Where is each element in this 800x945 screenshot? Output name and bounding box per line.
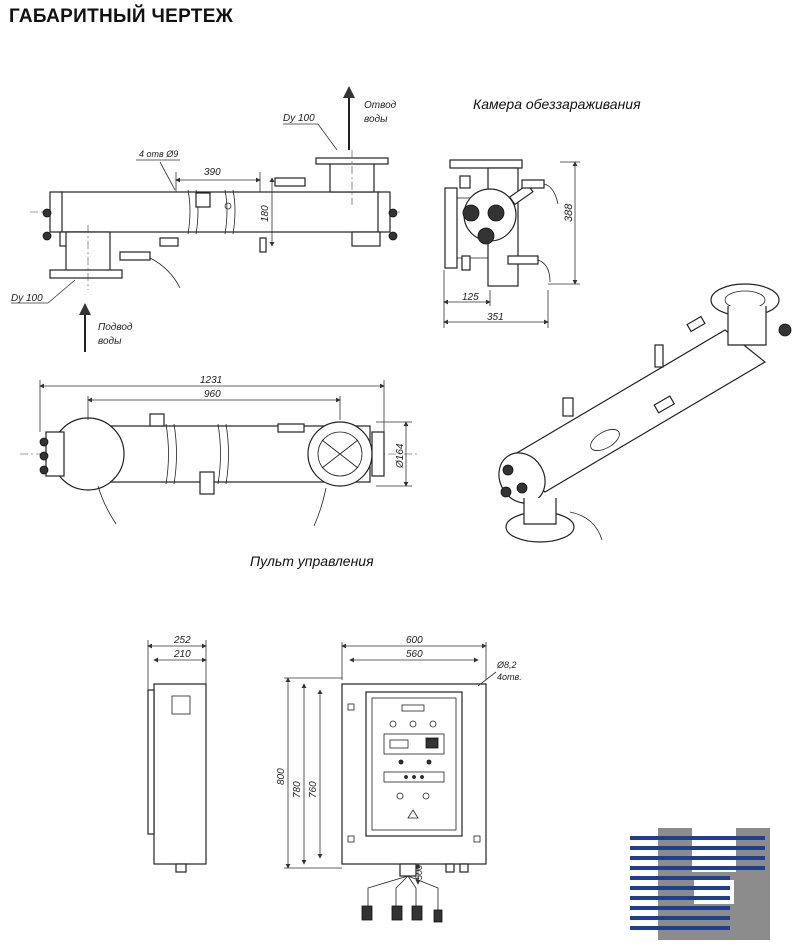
- dim-388: 388: [563, 203, 575, 222]
- panel-holes-count: 4отв.: [497, 672, 522, 682]
- panel-side-view: [147, 683, 207, 873]
- inlet-label-line1: Подвод: [98, 322, 133, 333]
- panel-front-view: [341, 683, 487, 923]
- company-logo: [630, 828, 770, 940]
- dim-600: 600: [406, 635, 423, 646]
- page-title: ГАБАРИТНЫЙ ЧЕРТЕЖ: [9, 6, 234, 27]
- dim-252: 252: [173, 635, 191, 646]
- isometric-view-chamber: [498, 283, 792, 543]
- dim-560: 560: [406, 649, 423, 660]
- control-panel-section-title: Пульт управления: [250, 553, 374, 569]
- dim-180: 180: [260, 205, 271, 222]
- plan-view-chamber: [20, 413, 420, 527]
- dy-top-label: Dy 100: [283, 113, 315, 124]
- outlet-label-line1: Отвод: [364, 100, 397, 111]
- outlet-label-line2: воды: [364, 114, 388, 125]
- dim-125: 125: [462, 292, 479, 303]
- dim-210: 210: [173, 649, 191, 660]
- dim-390: 390: [204, 167, 221, 178]
- dim-500: 500: [414, 865, 424, 880]
- panel-holes-diameter: Ø8,2: [496, 660, 517, 670]
- dim-164: Ø164: [395, 443, 406, 469]
- dim-960: 960: [204, 389, 221, 400]
- dim-1231: 1231: [200, 375, 222, 386]
- inlet-label-line2: воды: [98, 336, 122, 347]
- dy-bottom-label: Dy 100: [11, 293, 43, 304]
- end-view-chamber: [444, 159, 559, 287]
- chamber-section-title: Камера обеззараживания: [473, 96, 641, 112]
- dim-780: 780: [292, 781, 303, 798]
- dim-800: 800: [276, 768, 287, 785]
- holes-label: 4 отв Ø9: [139, 149, 178, 159]
- dim-760: 760: [308, 781, 319, 798]
- dim-351: 351: [487, 312, 504, 323]
- side-view-chamber: [30, 150, 400, 290]
